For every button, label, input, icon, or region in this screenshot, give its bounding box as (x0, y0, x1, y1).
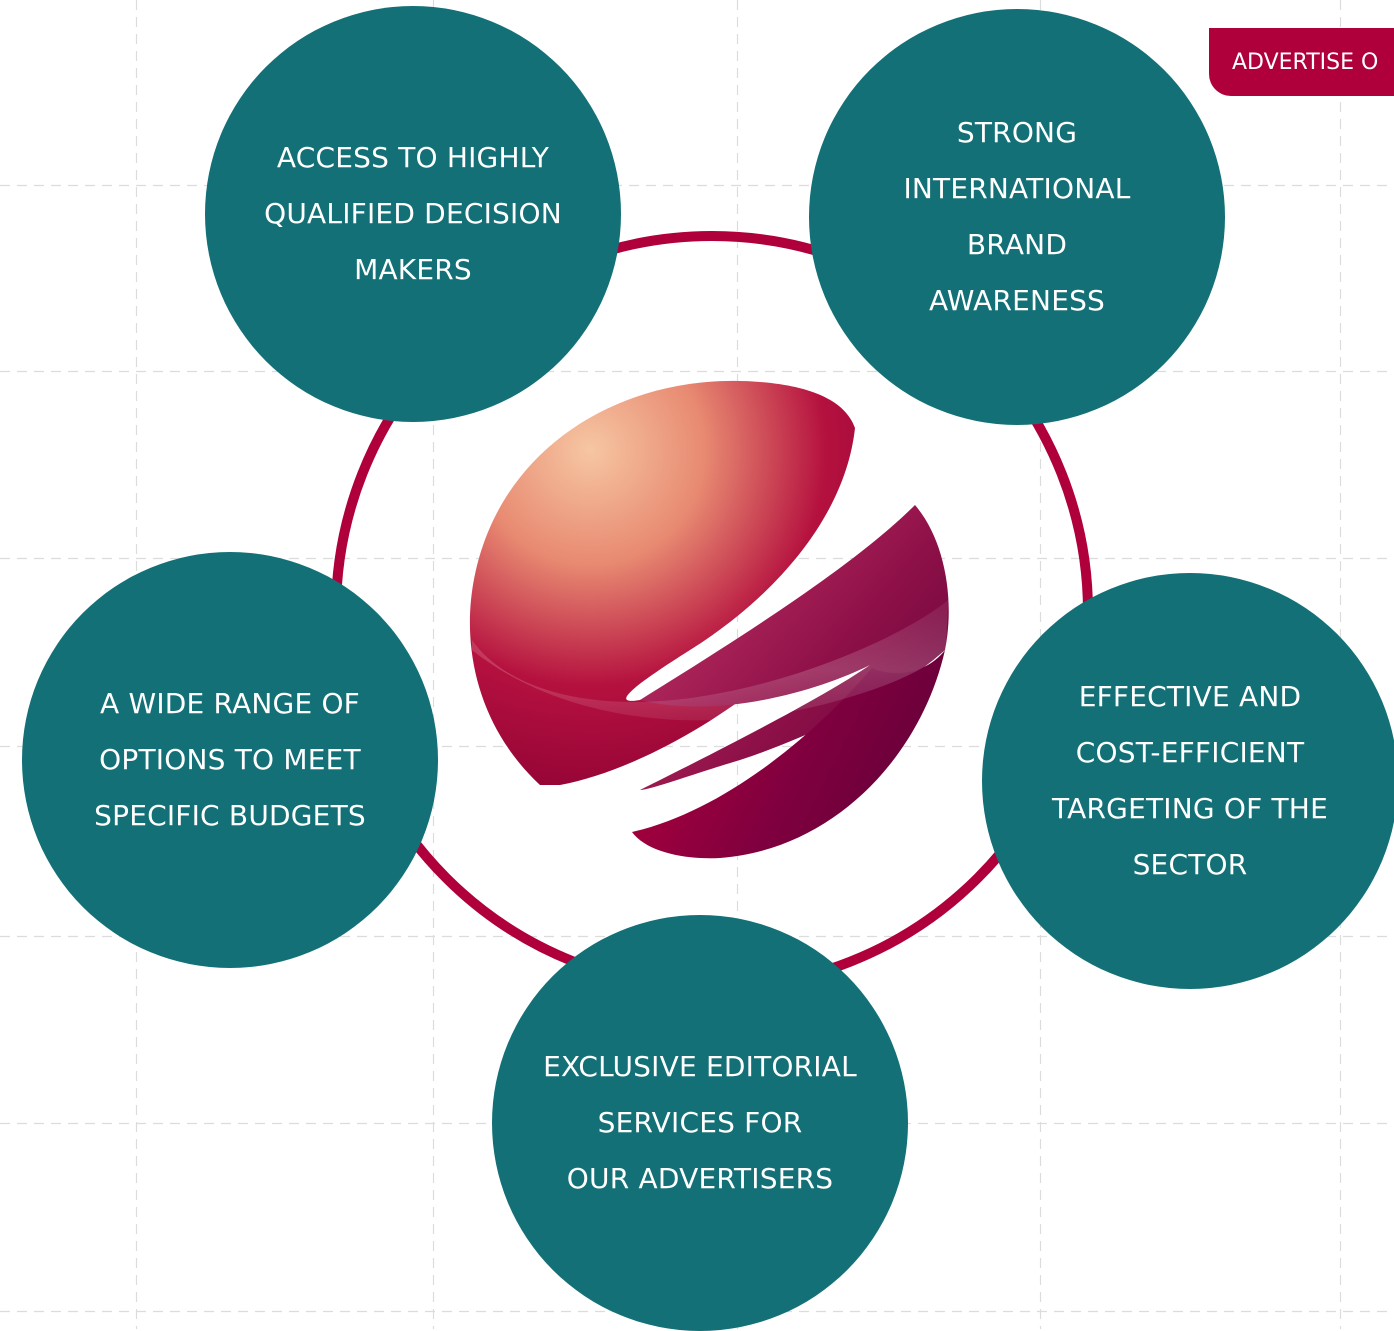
benefit-label: EXCLUSIVE EDITORIAL SERVICES FOR OUR ADV… (543, 1050, 857, 1195)
advertise-button[interactable]: ADVERTISE O (1209, 28, 1394, 96)
benefit-label: EFFECTIVE AND COST-EFFICIENT TARGETING O… (1052, 680, 1328, 881)
benefit-bubble-brand-awareness: STRONG INTERNATIONAL BRAND AWARENESS (809, 9, 1225, 425)
benefit-bubble-editorial-services: EXCLUSIVE EDITORIAL SERVICES FOR OUR ADV… (492, 915, 908, 1331)
benefit-bubble-decision-makers: ACCESS TO HIGHLY QUALIFIED DECISION MAKE… (205, 6, 621, 422)
logo-sheen (472, 600, 948, 721)
benefit-label: A WIDE RANGE OF OPTIONS TO MEET SPECIFIC… (94, 687, 366, 832)
logo-segment-right (640, 505, 949, 790)
benefit-bubble-budget-options: A WIDE RANGE OF OPTIONS TO MEET SPECIFIC… (22, 552, 438, 968)
advertise-button-label: ADVERTISE O (1232, 49, 1379, 75)
logo-segment-bottom (632, 650, 945, 859)
benefit-bubble-targeting: EFFECTIVE AND COST-EFFICIENT TARGETING O… (982, 573, 1394, 989)
benefit-label: STRONG INTERNATIONAL BRAND AWARENESS (903, 116, 1131, 317)
benefit-label: ACCESS TO HIGHLY QUALIFIED DECISION MAKE… (264, 141, 562, 286)
